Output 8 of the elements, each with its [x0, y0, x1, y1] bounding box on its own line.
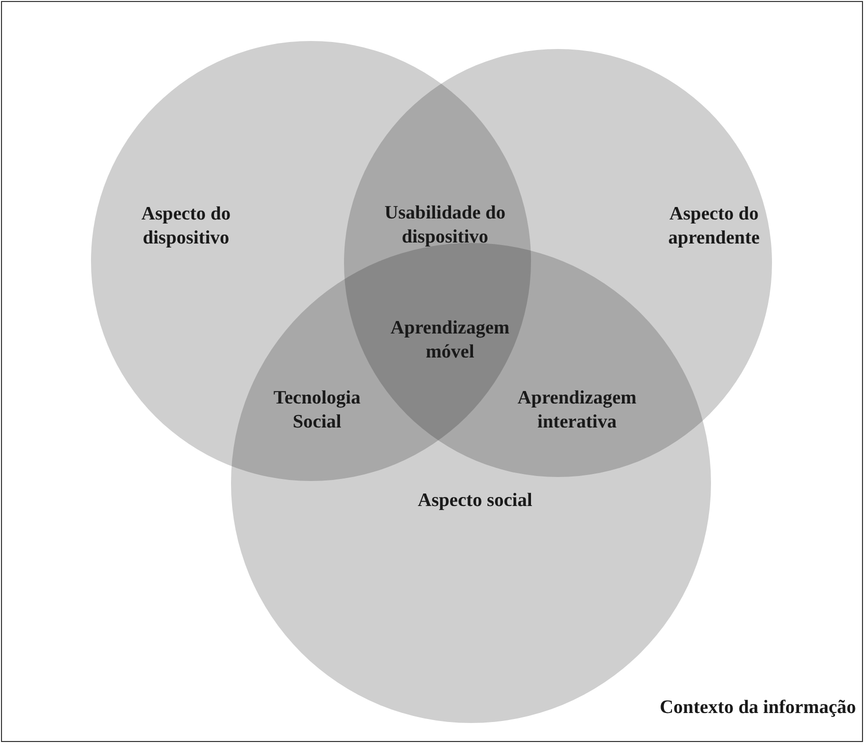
overlap-label: Aprendizagem interativa: [516, 386, 638, 434]
frame-label: Contexto da informação: [660, 697, 856, 719]
circle-label: Aspecto social: [416, 489, 534, 513]
circle-label: Aspecto do dispositivo: [140, 202, 232, 250]
overlap-label: Usabilidade do dispositivo: [384, 201, 506, 249]
circle-label: Aspecto do aprendente: [667, 202, 761, 250]
overlap-label: Tecnologia Social: [272, 386, 362, 434]
overlap-label: Aprendizagem móvel: [390, 316, 510, 364]
